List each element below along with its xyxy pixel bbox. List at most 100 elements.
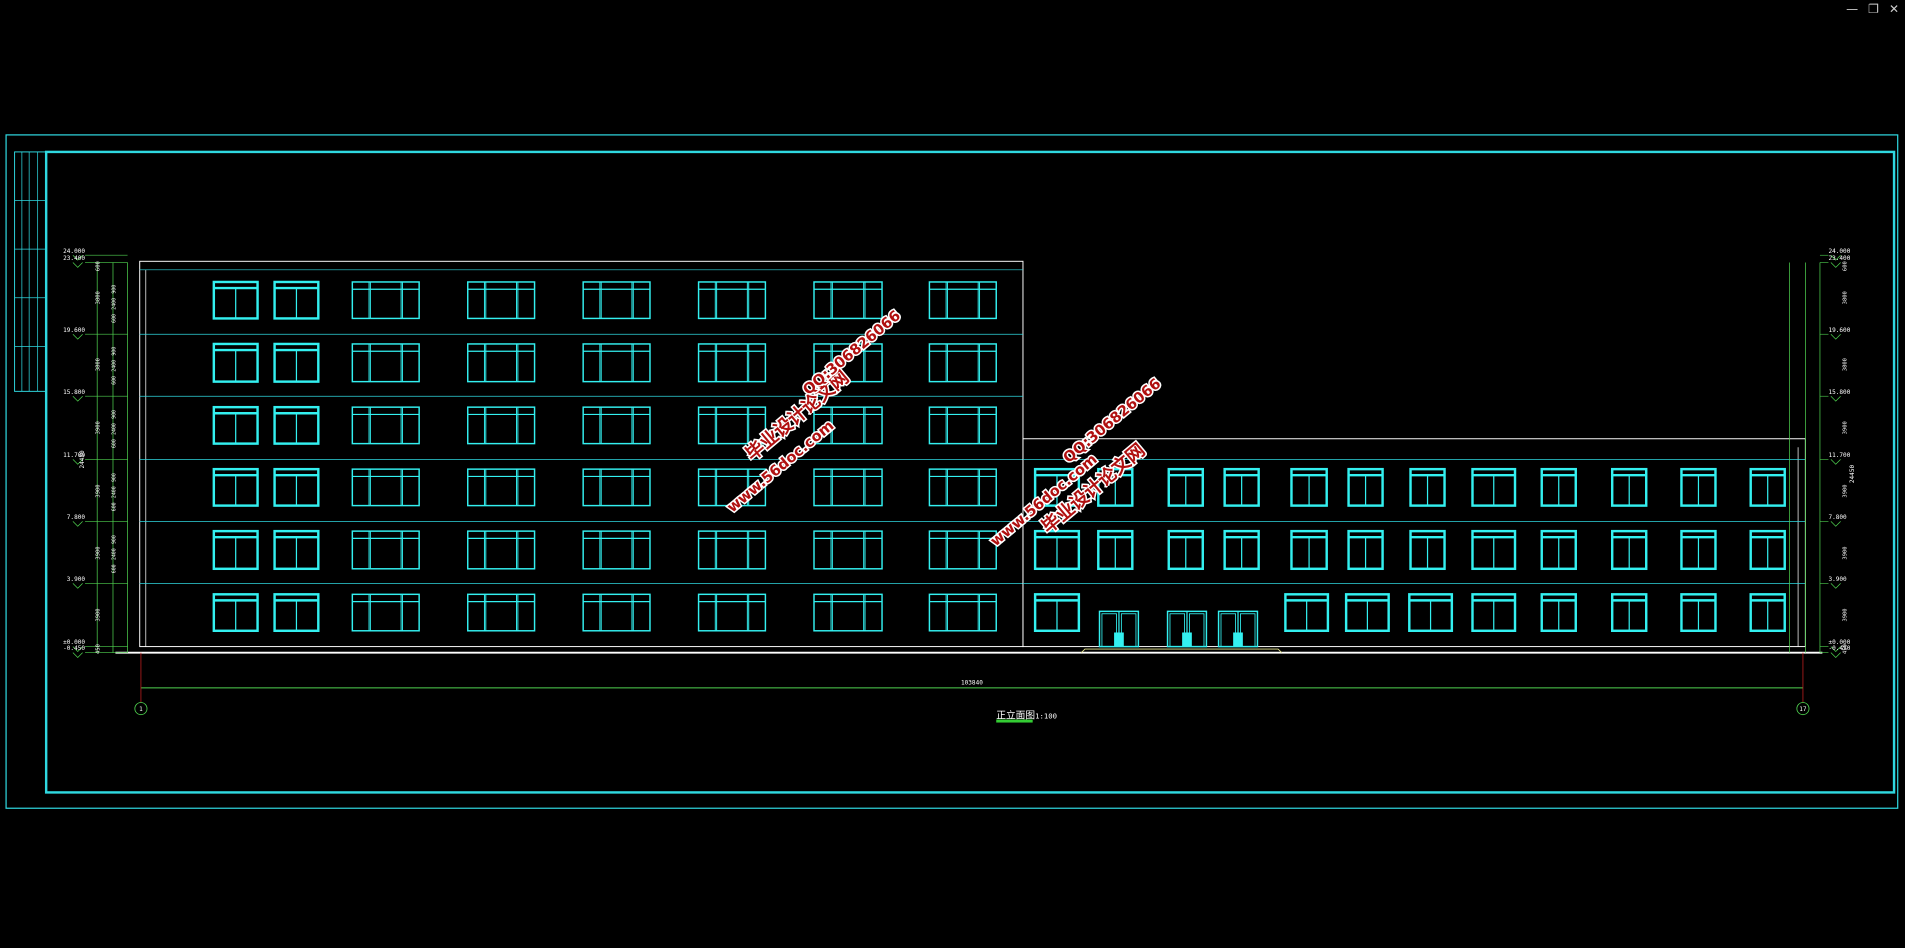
casement-window (273, 467, 320, 507)
sliding-window (351, 406, 420, 445)
entrance-door (1166, 610, 1208, 648)
level-label: 11.700 (1828, 452, 1850, 459)
sliding-window (351, 530, 420, 570)
sliding-window (697, 281, 767, 320)
drawing-title-text: 正立面图 (996, 708, 1035, 721)
sliding-window (467, 406, 536, 445)
sliding-window (928, 281, 997, 320)
sliding-window (582, 468, 651, 507)
level-marker-icon (1830, 652, 1841, 659)
casement-window (1610, 529, 1648, 571)
window-height-dim: 900 (111, 410, 117, 419)
sliding-window (467, 281, 536, 320)
sliding-window (467, 530, 536, 570)
window-height-dim: 900 (111, 473, 117, 482)
level-marker-icon (72, 521, 83, 527)
window-height-dim: 900 (111, 535, 117, 544)
floor-height-dim: 3900 (1843, 608, 1849, 621)
title-block (14, 151, 47, 392)
floor-height-dim: 3900 (1843, 484, 1849, 497)
close-button[interactable]: ✕ (1888, 2, 1899, 16)
level-label: 19.600 (63, 327, 85, 334)
casement-window (1033, 529, 1081, 571)
casement-window (1749, 467, 1786, 507)
window-height-dim: 600 (111, 314, 117, 323)
outer-sheet-frame (5, 134, 1899, 809)
floor-height-dim: 600 (1843, 261, 1849, 271)
floor-height-dim: 450 (1843, 644, 1849, 654)
window-height-dim: 600 (111, 564, 117, 573)
watermark-qq: QQ:306826066 (800, 307, 904, 398)
sliding-window (813, 593, 883, 632)
casement-window (1749, 593, 1786, 632)
casement-window (1610, 593, 1648, 632)
casement-window (1680, 467, 1717, 507)
inner-drawing-frame (44, 150, 1896, 794)
sliding-window (582, 343, 651, 383)
sliding-window (467, 343, 536, 383)
floor-height-dim: 3900 (1843, 421, 1849, 434)
floor-height-dim: 3800 (1843, 291, 1849, 304)
casement-window (1097, 467, 1134, 507)
casement-window (1097, 529, 1134, 571)
sliding-window (813, 406, 883, 445)
sliding-window (813, 281, 883, 320)
level-label: 15.800 (63, 389, 85, 396)
casement-window (1680, 529, 1717, 571)
title-block-frame (14, 151, 47, 392)
casement-window (212, 593, 259, 632)
level-label: 23.400 (63, 255, 85, 262)
casement-window (1347, 529, 1384, 571)
window-height-dim: 600 (111, 502, 117, 511)
floor-height-dim: 3800 (1843, 358, 1849, 371)
sliding-window (928, 343, 997, 383)
level-marker-icon (1830, 583, 1841, 589)
floor-height-dim: 3900 (96, 546, 102, 559)
minimize-button[interactable]: — (1846, 2, 1859, 16)
sliding-window (813, 343, 883, 383)
level-label: 24.000 (63, 248, 85, 255)
sliding-window (697, 468, 767, 507)
level-label: 7.800 (67, 514, 86, 521)
watermark-qq: QQ:306826066 (1060, 375, 1164, 466)
casement-window (1408, 593, 1454, 632)
floor-height-dim: 3900 (1843, 546, 1849, 559)
casement-window (1471, 467, 1517, 507)
level-marker-icon (72, 395, 83, 402)
casement-window (212, 342, 259, 383)
level-label: 3.900 (1828, 576, 1847, 583)
casement-window (273, 405, 320, 445)
sliding-window (928, 406, 997, 445)
casement-window (1347, 467, 1384, 507)
watermark-2: www.56doc.com QQ:306826066 毕业设计论文网 (986, 374, 1166, 552)
casement-window (1680, 593, 1717, 632)
sliding-window (697, 343, 767, 383)
restore-button[interactable]: ❐ (1868, 2, 1879, 16)
window-height-dim: 600 (111, 376, 117, 385)
window-height-dim: 2400 (111, 360, 117, 372)
casement-window (212, 280, 259, 320)
floor-height-dim: 450 (96, 644, 102, 654)
casement-window (1610, 467, 1648, 507)
building-elevation (115, 260, 1823, 654)
level-label: 7.800 (1828, 514, 1847, 521)
casement-window (1344, 593, 1390, 632)
axis-bubble (134, 702, 148, 716)
total-height-dim: 24450 (79, 450, 86, 469)
window-height-dim: 2400 (111, 423, 117, 435)
level-marker-icon (72, 333, 83, 340)
level-label: -0.450 (1828, 645, 1850, 652)
sliding-window (813, 468, 883, 507)
sliding-window (928, 468, 997, 507)
level-label: ±0.000 (63, 639, 85, 646)
sliding-window (697, 530, 767, 570)
sliding-window (351, 593, 420, 632)
casement-window (212, 405, 259, 445)
sliding-window (467, 468, 536, 507)
sliding-window (351, 281, 420, 320)
level-marker-icon (1830, 646, 1841, 652)
sliding-window (582, 281, 651, 320)
window-height-dim: 900 (111, 347, 117, 356)
